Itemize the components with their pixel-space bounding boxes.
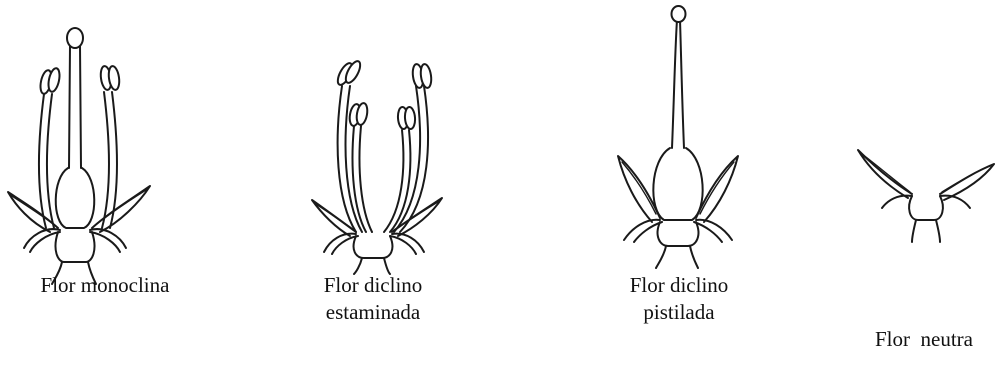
flower-types-diagram xyxy=(0,0,995,356)
caption-pistilada-line-1: Flor diclino xyxy=(604,272,754,299)
flower-monoclina-drawing xyxy=(8,28,150,284)
caption-estaminada-line-2: estaminada xyxy=(298,299,448,326)
caption-estaminada-line-1: Flor diclino xyxy=(298,272,448,299)
caption-monoclina: Flor monoclina xyxy=(15,272,195,299)
caption-pistilada-line-2: pistilada xyxy=(604,299,754,326)
caption-estaminada: Flor diclino estaminada xyxy=(298,272,448,326)
flower-pistilada-drawing xyxy=(618,6,738,268)
caption-neutra-line-1: Flor neutra xyxy=(858,326,990,353)
flower-neutra-drawing xyxy=(858,150,994,242)
caption-pistilada: Flor diclino pistilada xyxy=(604,272,754,326)
flower-estaminada-drawing xyxy=(312,59,442,274)
caption-monoclina-line-1: Flor monoclina xyxy=(15,272,195,299)
caption-neutra: Flor neutra xyxy=(858,272,990,380)
